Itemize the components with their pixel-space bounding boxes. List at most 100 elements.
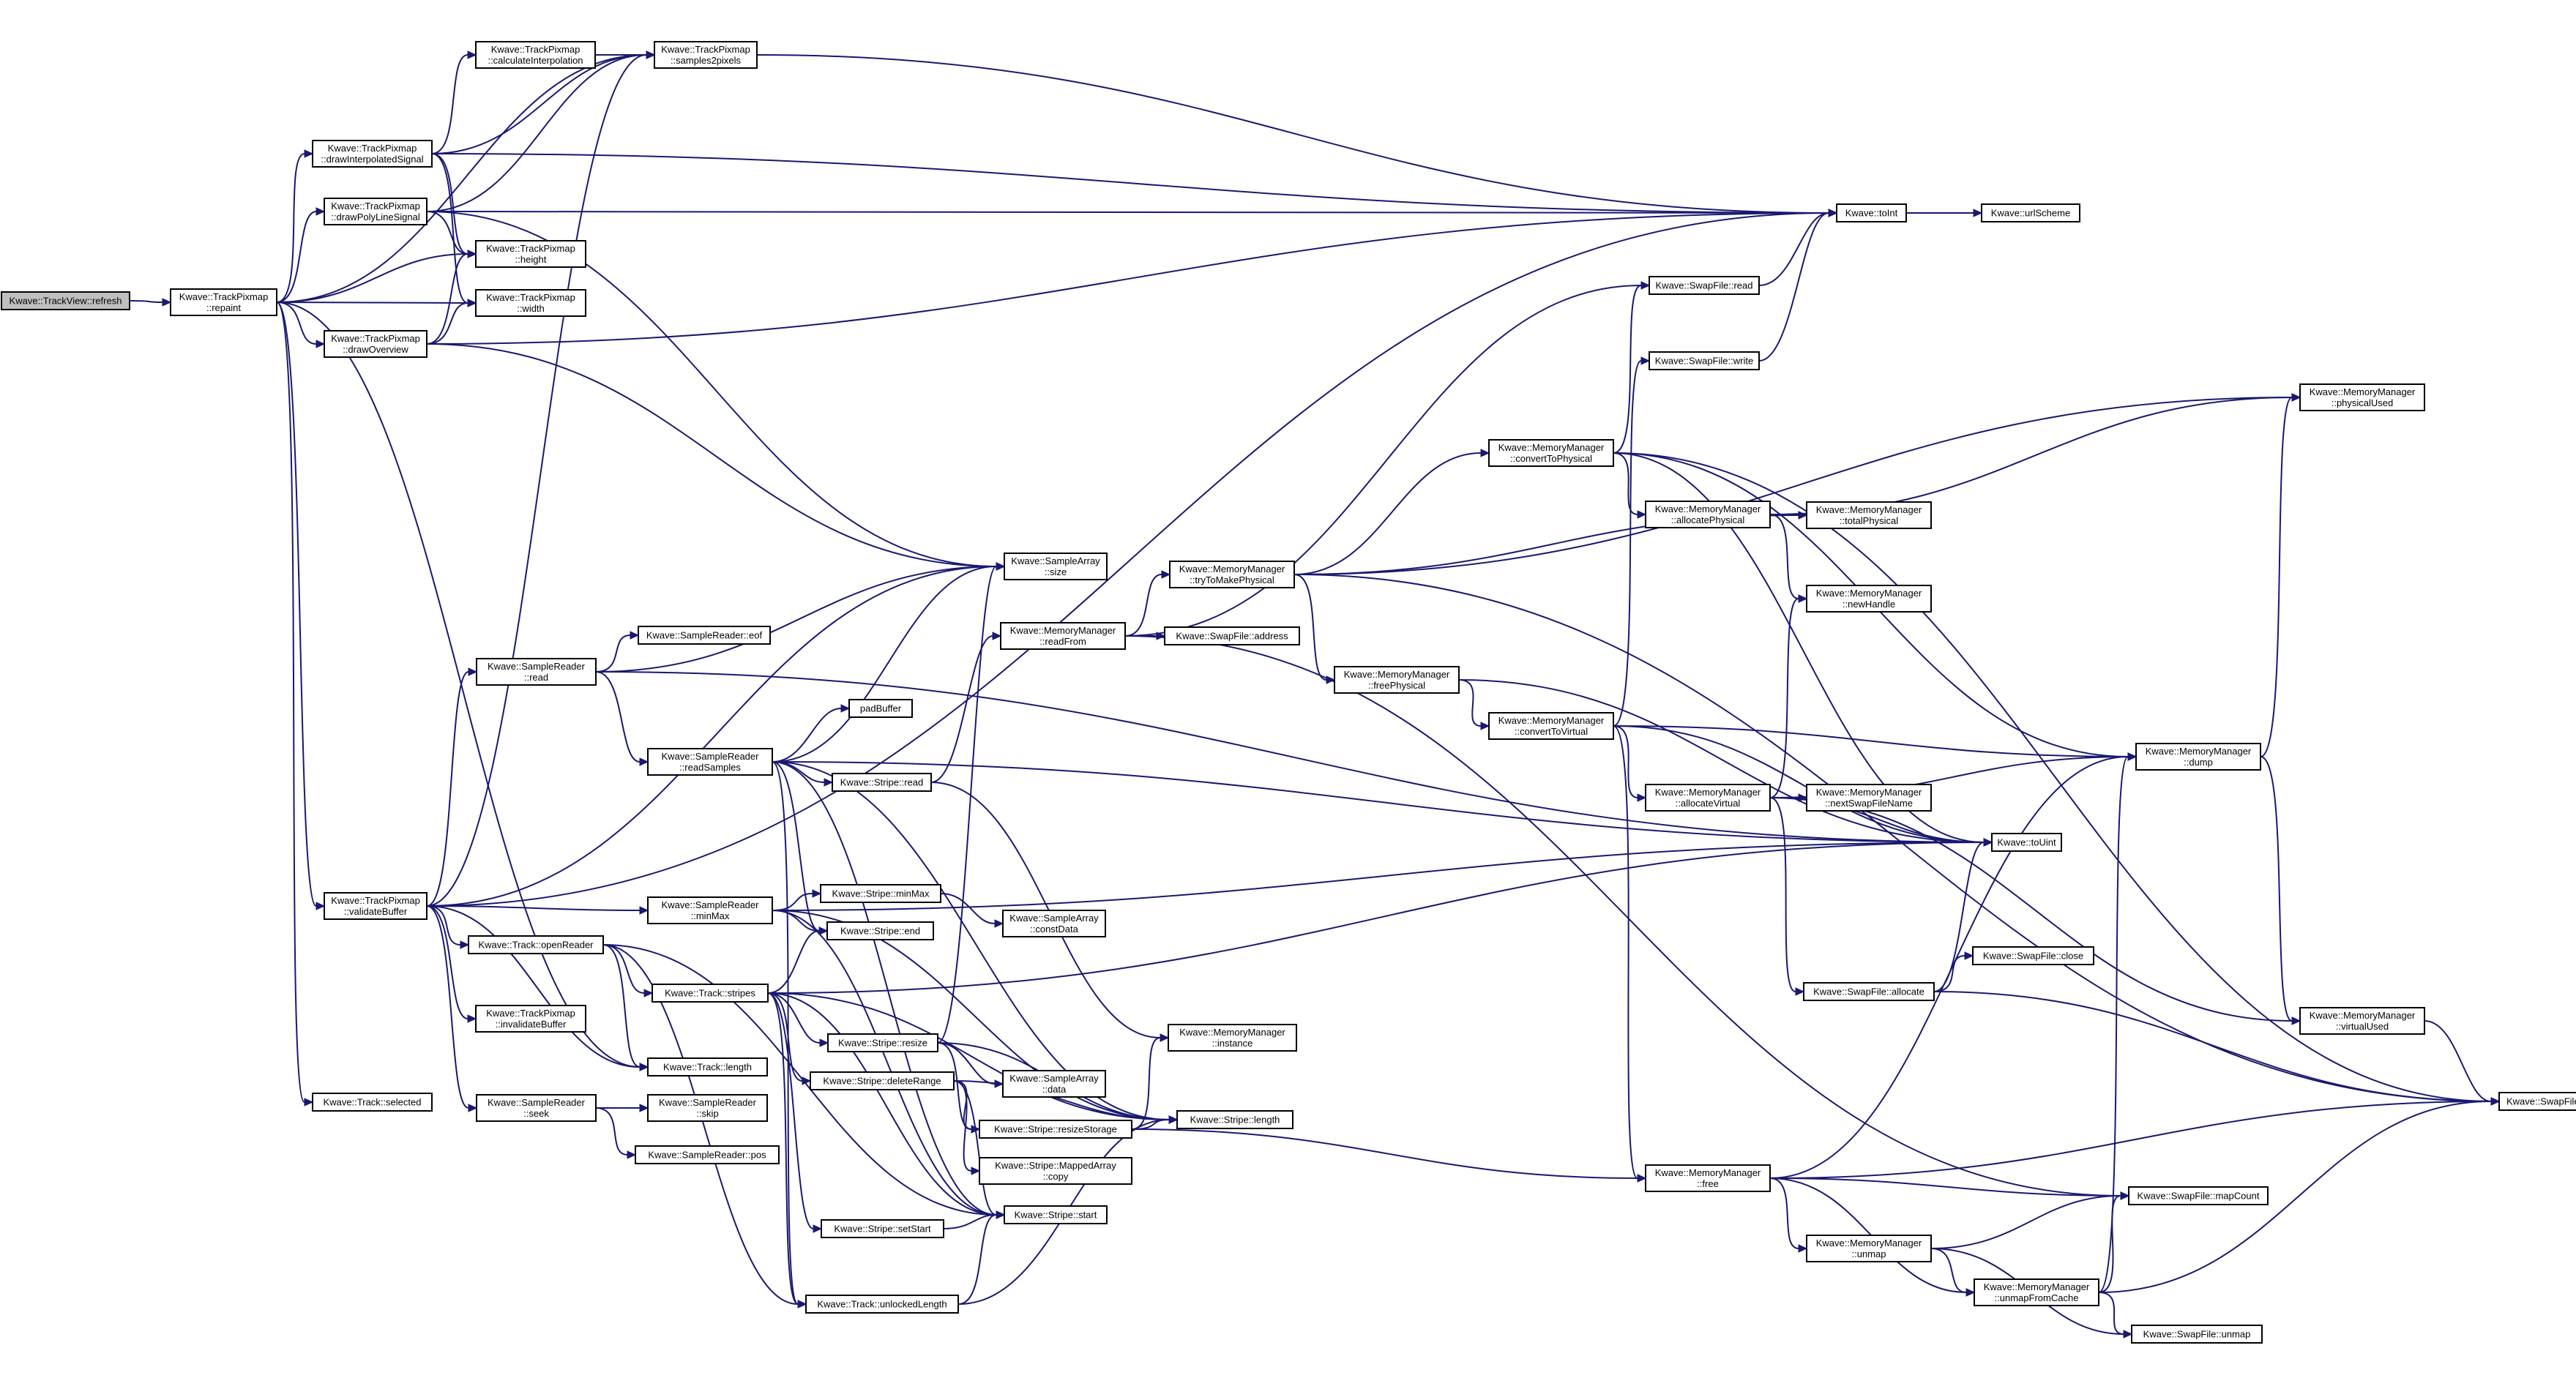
node-box: [312, 1093, 433, 1112]
graph-node-repaint[interactable]: Kwave::TrackPixmap::repaint: [170, 288, 277, 316]
graph-node-stripeResize[interactable]: Kwave::Stripe::resize: [827, 1033, 938, 1052]
graph-node-sampleArraySize[interactable]: Kwave::SampleArray::size: [1004, 553, 1108, 580]
graph-node-urlScheme[interactable]: Kwave::urlScheme: [1981, 203, 2080, 222]
graph-node-tryToMakePhysical[interactable]: Kwave::MemoryManager::tryToMakePhysical: [1169, 561, 1295, 588]
graph-node-toInt[interactable]: Kwave::toInt: [1836, 203, 1907, 222]
graph-node-stripeLength[interactable]: Kwave::Stripe::length: [1176, 1110, 1293, 1129]
graph-node-mmFree[interactable]: Kwave::MemoryManager::free: [1645, 1164, 1771, 1192]
graph-node-stripeRead[interactable]: Kwave::Stripe::read: [832, 773, 932, 792]
node-label: ::readFrom: [1039, 636, 1086, 647]
graph-node-srRead[interactable]: Kwave::SampleReader::read: [476, 658, 597, 686]
graph-node-stripes[interactable]: Kwave::Track::stripes: [652, 984, 769, 1003]
graph-node-saData[interactable]: Kwave::SampleArray::data: [1002, 1070, 1106, 1098]
graph-node-resizeStorage[interactable]: Kwave::Stripe::resizeStorage: [979, 1120, 1132, 1139]
graph-node-padBuffer[interactable]: padBuffer: [848, 699, 913, 718]
graph-node-convertToPhysical[interactable]: Kwave::MemoryManager::convertToPhysical: [1488, 439, 1614, 467]
graph-node-srSkip[interactable]: Kwave::SampleReader::skip: [647, 1094, 768, 1122]
graph-node-deleteRange[interactable]: Kwave::Stripe::deleteRange: [810, 1071, 955, 1090]
edge-arrowhead: [813, 1224, 823, 1233]
edge-stripes-to-setStart: [767, 992, 814, 1229]
graph-node-stripeEnd[interactable]: Kwave::Stripe::end: [826, 921, 934, 940]
edge-repaint-to-validateBuffer: [276, 302, 317, 907]
node-label: Kwave::MemoryManager: [1344, 669, 1450, 680]
graph-node-allocateVirtual[interactable]: Kwave::MemoryManager::allocateVirtual: [1645, 784, 1771, 812]
graph-node-srSeek[interactable]: Kwave::SampleReader::seek: [476, 1094, 597, 1122]
graph-node-totalPhysical[interactable]: Kwave::MemoryManager::totalPhysical: [1806, 501, 1932, 529]
graph-node-swapAddress[interactable]: Kwave::SwapFile::address: [1164, 626, 1300, 645]
edge-convertToVirtual-to-toUint: [1613, 725, 1985, 843]
graph-node-swapAllocate[interactable]: Kwave::SwapFile::allocate: [1803, 982, 1935, 1001]
node-label: Kwave::TrackPixmap: [486, 292, 575, 303]
graph-node-width[interactable]: Kwave::TrackPixmap::width: [475, 289, 586, 317]
graph-node-height[interactable]: Kwave::TrackPixmap::height: [475, 240, 586, 268]
graph-node-mmUnmap[interactable]: Kwave::MemoryManager::unmap: [1806, 1235, 1932, 1262]
node-label: ::width: [517, 303, 545, 314]
graph-node-validateBuffer[interactable]: Kwave::TrackPixmap::validateBuffer: [324, 892, 428, 920]
node-label: ::free: [1697, 1178, 1719, 1189]
graph-node-selected[interactable]: Kwave::Track::selected: [312, 1093, 433, 1112]
graph-node-newHandle[interactable]: Kwave::MemoryManager::newHandle: [1806, 585, 1932, 613]
graph-node-invalidateBuffer[interactable]: Kwave::TrackPixmap::invalidateBuffer: [475, 1005, 586, 1033]
edge-arrowhead: [460, 940, 470, 949]
graph-node-drawOverview[interactable]: Kwave::TrackPixmap::drawOverview: [324, 330, 428, 358]
graph-node-drawInterp[interactable]: Kwave::TrackPixmap::drawInterpolatedSign…: [312, 140, 433, 168]
node-box: [1645, 1164, 1771, 1192]
graph-node-virtualUsed[interactable]: Kwave::MemoryManager::virtualUsed: [2299, 1007, 2425, 1035]
node-label: ::minMax: [691, 910, 730, 921]
graph-node-samples2pixels[interactable]: Kwave::TrackPixmap::samples2pixels: [654, 41, 758, 69]
graph-node-mmInstance[interactable]: Kwave::MemoryManager::instance: [1168, 1024, 1297, 1052]
graph-node-swapClose[interactable]: Kwave::SwapFile::close: [1972, 946, 2094, 965]
edge-arrowhead: [1637, 510, 1647, 519]
graph-node-physicalUsed[interactable]: Kwave::MemoryManager::physicalUsed: [2299, 383, 2425, 411]
graph-node-mapCount[interactable]: Kwave::SwapFile::mapCount: [2128, 1186, 2269, 1205]
node-box: [1974, 1278, 2099, 1306]
graph-node-stripeStart[interactable]: Kwave::Stripe::start: [1004, 1205, 1108, 1224]
graph-node-swapUnmap[interactable]: Kwave::SwapFile::unmap: [2131, 1325, 2263, 1344]
edge-arrowhead: [1964, 951, 1974, 960]
node-label: Kwave::SwapFile::allocate: [1813, 986, 1924, 997]
graph-node-swapRead[interactable]: Kwave::SwapFile::read: [1649, 276, 1760, 295]
graph-node-toUint[interactable]: Kwave::toUint: [1991, 833, 2062, 852]
node-box: [2131, 1325, 2263, 1344]
graph-node-freePhysical[interactable]: Kwave::MemoryManager::freePhysical: [1334, 666, 1460, 694]
node-label: Kwave::TrackPixmap: [328, 143, 417, 154]
edge-drawOverview-to-height: [426, 253, 468, 345]
edge-convertToVirtual-to-allocateVirtual: [1613, 725, 1638, 798]
graph-node-readSamples[interactable]: Kwave::SampleReader::readSamples: [647, 748, 773, 776]
graph-node-setStart[interactable]: Kwave::Stripe::setStart: [821, 1219, 944, 1238]
edge-arrowhead: [316, 340, 326, 348]
node-label: ::skip: [696, 1108, 718, 1119]
graph-node-calcInterp[interactable]: Kwave::TrackPixmap::calculateInterpolati…: [475, 41, 596, 69]
node-label: Kwave::MemoryManager: [1816, 504, 1922, 515]
edge-resizeStorage-to-mmFree: [1131, 1128, 1638, 1179]
graph-node-unlockedLength[interactable]: Kwave::Track::unlockedLength: [805, 1295, 959, 1314]
graph-node-allocatePhysical[interactable]: Kwave::MemoryManager::allocatePhysical: [1645, 501, 1771, 528]
graph-node-stripeMinMax[interactable]: Kwave::Stripe::minMax: [820, 884, 941, 903]
graph-node-convertToVirtual[interactable]: Kwave::MemoryManager::convertToVirtual: [1488, 712, 1614, 740]
graph-node-drawPoly[interactable]: Kwave::TrackPixmap::drawPolyLineSignal: [324, 198, 428, 225]
edge-convertToVirtual-to-dump: [1613, 725, 2129, 757]
edge-stripeResize-to-sampleArraySize: [937, 566, 997, 1044]
graph-node-minMax[interactable]: Kwave::SampleReader::minMax: [647, 896, 773, 924]
graph-node-srPos[interactable]: Kwave::SampleReader::pos: [635, 1145, 780, 1164]
node-label: ::allocatePhysical: [1671, 514, 1745, 525]
edge-convertToPhysical-to-toUint: [1613, 452, 1985, 843]
node-label: Kwave::SampleReader::eof: [646, 630, 763, 641]
edge-convertToVirtual-to-swapWrite: [1613, 360, 1642, 727]
node-label: Kwave::MemoryManager: [1498, 715, 1605, 726]
graph-node-srEof[interactable]: Kwave::SampleReader::eof: [638, 626, 771, 645]
graph-node-openReader[interactable]: Kwave::Track::openReader: [468, 935, 604, 954]
graph-node-constData[interactable]: Kwave::SampleArray::constData: [1002, 910, 1106, 937]
graph-node-nextSwapFileName[interactable]: Kwave::MemoryManager::nextSwapFileName: [1806, 784, 1932, 812]
graph-node-mappedCopy[interactable]: Kwave::Stripe::MappedArray::copy: [979, 1157, 1132, 1185]
edge-stripes-to-stripeStart: [767, 992, 997, 1216]
graph-node-trackLength[interactable]: Kwave::Track::length: [647, 1057, 768, 1076]
graph-node-swapWrite[interactable]: Kwave::SwapFile::write: [1649, 351, 1760, 370]
graph-node-readFrom[interactable]: Kwave::MemoryManager::readFrom: [1000, 622, 1126, 650]
graph-node-refresh[interactable]: Kwave::TrackView::refresh: [1, 291, 130, 310]
edge-validateBuffer-to-sampleArraySize: [426, 566, 997, 907]
edge-drawInterp-to-toInt: [431, 153, 1829, 214]
graph-node-swapSize[interactable]: Kwave::SwapFile::size: [2498, 1092, 2576, 1111]
graph-node-unmapFromCache[interactable]: Kwave::MemoryManager::unmapFromCache: [1974, 1278, 2099, 1306]
graph-node-dump[interactable]: Kwave::MemoryManager::dump: [2135, 743, 2261, 771]
